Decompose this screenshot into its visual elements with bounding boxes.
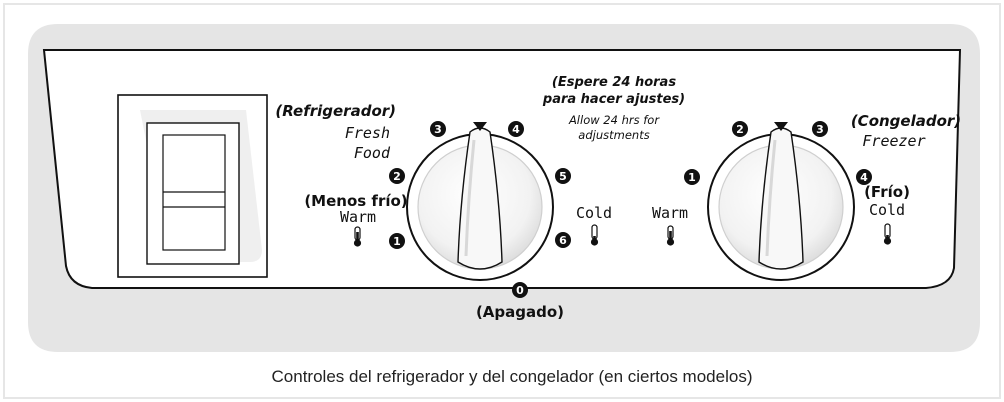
refrigerator-title: (Refrigerador) (275, 102, 396, 120)
note-en-line-2: adjustments (578, 128, 649, 142)
adjustment-note: (Espere 24 horas para hacer ajustes) All… (542, 75, 685, 142)
freezer-dial-pointer-icon (774, 122, 788, 131)
svg-text:3: 3 (816, 123, 824, 136)
refrigerator-dial[interactable] (406, 122, 554, 281)
refrigerator-setting-3: 3 (430, 121, 446, 137)
cold-thermometer-icon (590, 224, 599, 246)
freezer-title: (Congelador) (851, 112, 961, 130)
svg-text:3: 3 (434, 123, 442, 136)
svg-text:4: 4 (860, 171, 868, 184)
food-label: Food (354, 144, 391, 162)
refrigerator-control: (Refrigerador) Fresh Food (Menos frío) W… (275, 102, 612, 321)
note-en-line-1: Allow 24 hrs for (568, 113, 660, 127)
refrigerator-dial-grip[interactable] (457, 127, 503, 270)
freezer-warm-thermometer-icon (666, 225, 675, 246)
light-switch[interactable] (117, 94, 268, 278)
note-es-line-1: (Espere 24 horas (552, 75, 676, 90)
svg-text:4: 4 (512, 123, 520, 136)
freezer-setting-1: 1 (684, 169, 700, 185)
refrigerator-setting-4: 4 (508, 121, 524, 137)
freezer-cold-es-label: (Frío) (864, 183, 910, 201)
cold-label: Cold (576, 204, 612, 222)
caption: Controles del refrigerador y del congela… (272, 367, 753, 386)
fresh-label: Fresh (345, 124, 390, 142)
freezer-cold-thermometer-icon (883, 223, 892, 245)
freezer-dial-grip[interactable] (758, 127, 804, 270)
refrigerator-setting-off: 0 (512, 282, 528, 298)
freezer-dial[interactable] (707, 122, 855, 281)
freezer-name: Freezer (862, 132, 925, 150)
svg-text:1: 1 (393, 235, 401, 248)
svg-text:2: 2 (736, 123, 744, 136)
svg-text:6: 6 (559, 234, 567, 247)
freezer-control: (Congelador) Freezer Warm (Frío) Cold 1 (652, 112, 961, 281)
svg-text:5: 5 (559, 170, 567, 183)
refrigerator-dial-pointer-icon (473, 122, 487, 131)
freezer-setting-2: 2 (732, 121, 748, 137)
svg-text:2: 2 (393, 170, 401, 183)
warm-thermometer-icon (353, 226, 362, 247)
refrigerator-setting-5: 5 (555, 168, 571, 184)
warm-label: Warm (340, 208, 376, 226)
freezer-setting-3: 3 (812, 121, 828, 137)
note-es-line-2: para hacer ajustes) (542, 92, 685, 107)
freezer-setting-4: 4 (856, 169, 872, 185)
warm-es-label: (Menos frío) (304, 192, 407, 210)
freezer-cold-label: Cold (869, 201, 905, 219)
refrigerator-setting-2: 2 (389, 168, 405, 184)
svg-text:0: 0 (516, 284, 524, 297)
svg-text:1: 1 (688, 171, 696, 184)
freezer-warm-label: Warm (652, 204, 688, 222)
refrigerator-setting-1: 1 (389, 233, 405, 249)
refrigerator-setting-6: 6 (555, 232, 571, 248)
off-label: (Apagado) (476, 303, 564, 321)
